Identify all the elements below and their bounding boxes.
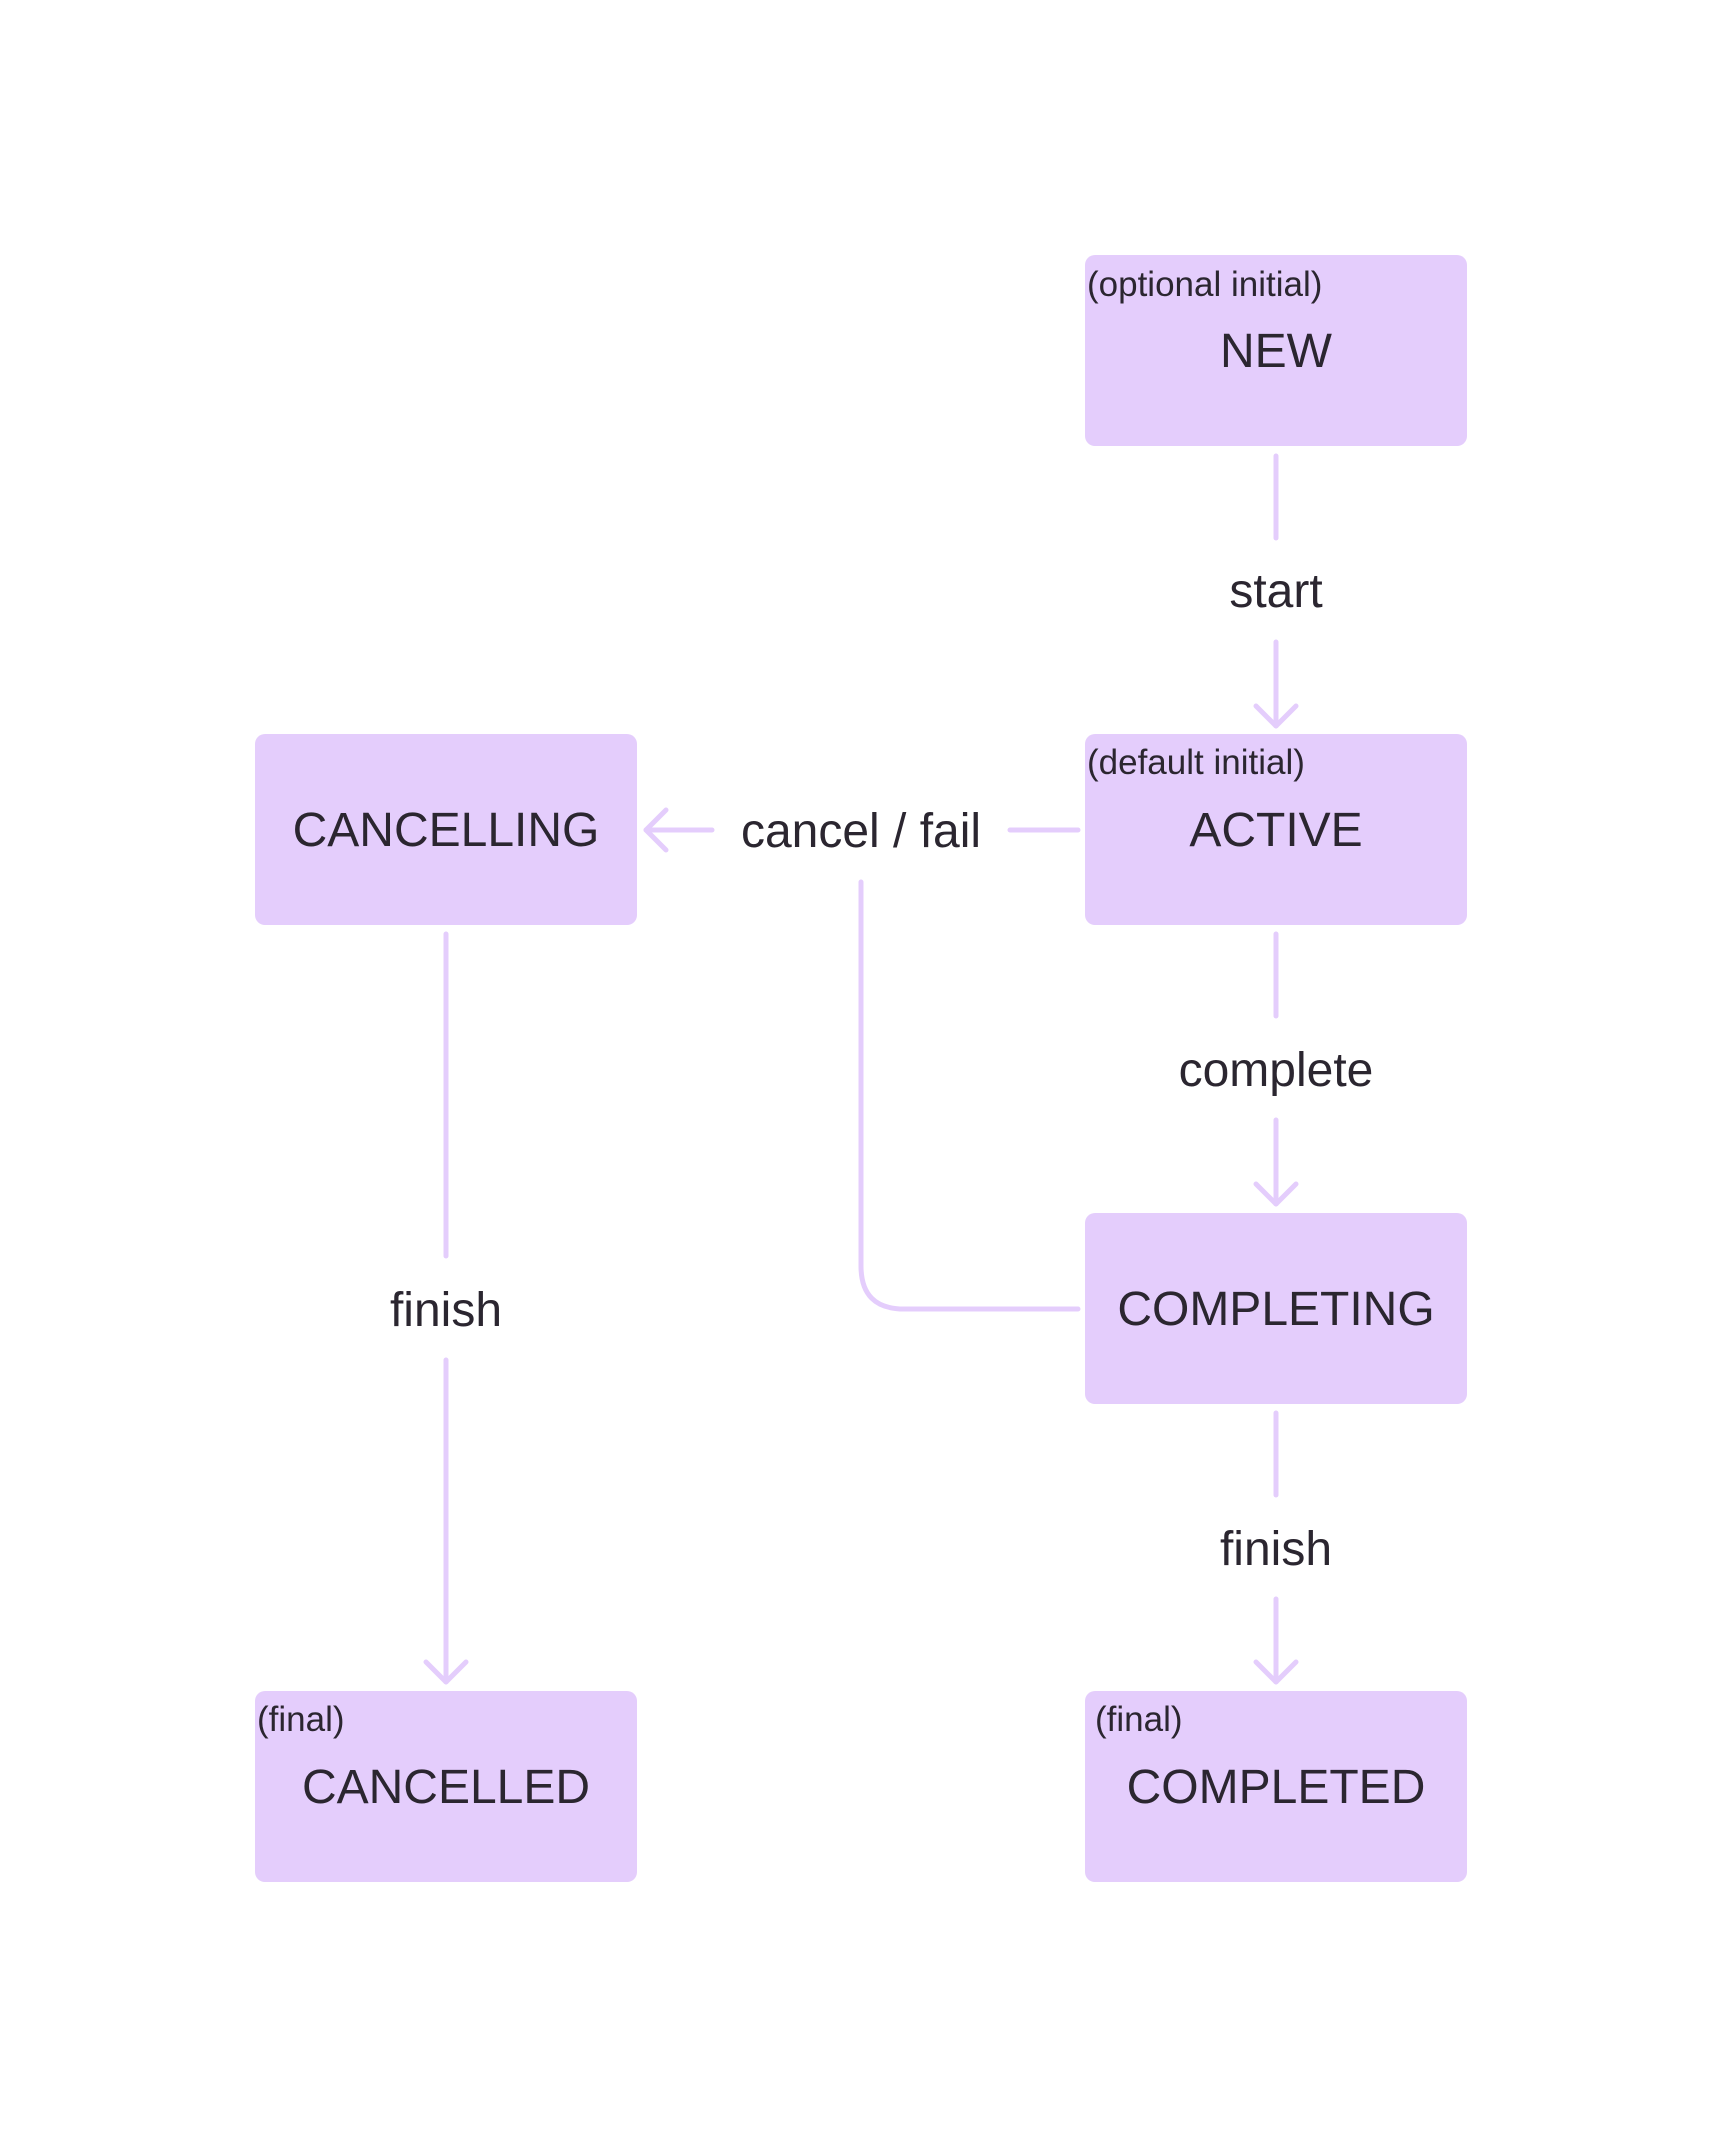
edge-cancel-fail-arrowhead [643, 807, 669, 853]
state-new-box [1085, 255, 1467, 446]
state-cancelled: (final) CANCELLED [255, 1691, 637, 1882]
state-active: (default initial) ACTIVE [1085, 734, 1467, 925]
edge-label-complete: complete [1179, 1044, 1374, 1097]
state-new: (optional initial) NEW [1085, 255, 1467, 446]
state-completing: COMPLETING [1085, 1213, 1467, 1404]
edge-complete [1253, 931, 1299, 1207]
state-cancelled-note: (final) [257, 1700, 345, 1739]
edge-cancel-fail-from-completing [858, 879, 1081, 1312]
edge-finish-completing [1253, 1410, 1299, 1685]
state-completed-box [1085, 1691, 1467, 1882]
state-completing-box [1085, 1213, 1467, 1404]
edge-label-cancel-fail: cancel / fail [741, 805, 981, 858]
edge-label-finish-completing: finish [1220, 1523, 1332, 1576]
state-active-name: ACTIVE [1189, 804, 1362, 857]
state-completing-name: COMPLETING [1117, 1283, 1434, 1336]
edge-start [1253, 453, 1299, 729]
state-active-box [1085, 734, 1467, 925]
state-cancelling-box [255, 734, 637, 925]
state-cancelled-name: CANCELLED [302, 1761, 590, 1814]
state-cancelled-box [255, 1691, 637, 1882]
state-cancelling-name: CANCELLING [293, 804, 600, 857]
edge-cancel-fail [643, 807, 1081, 1312]
state-cancelling: CANCELLING [255, 734, 637, 925]
edge-label-finish-cancelling: finish [390, 1284, 502, 1337]
state-completed: (final) COMPLETED [1085, 1691, 1467, 1882]
state-new-name: NEW [1220, 325, 1333, 378]
state-completed-name: COMPLETED [1127, 1761, 1426, 1814]
edge-label-start: start [1229, 565, 1322, 618]
state-completed-note: (final) [1095, 1700, 1183, 1739]
edge-finish-completing-arrowhead [1253, 1659, 1299, 1685]
state-new-note: (optional initial) [1087, 265, 1322, 304]
edge-finish-cancelling-arrowhead [423, 1659, 469, 1685]
edge-finish-cancelling [423, 931, 469, 1685]
state-active-note: (default initial) [1087, 743, 1305, 782]
edge-complete-arrowhead [1253, 1181, 1299, 1207]
edge-start-arrowhead [1253, 703, 1299, 729]
